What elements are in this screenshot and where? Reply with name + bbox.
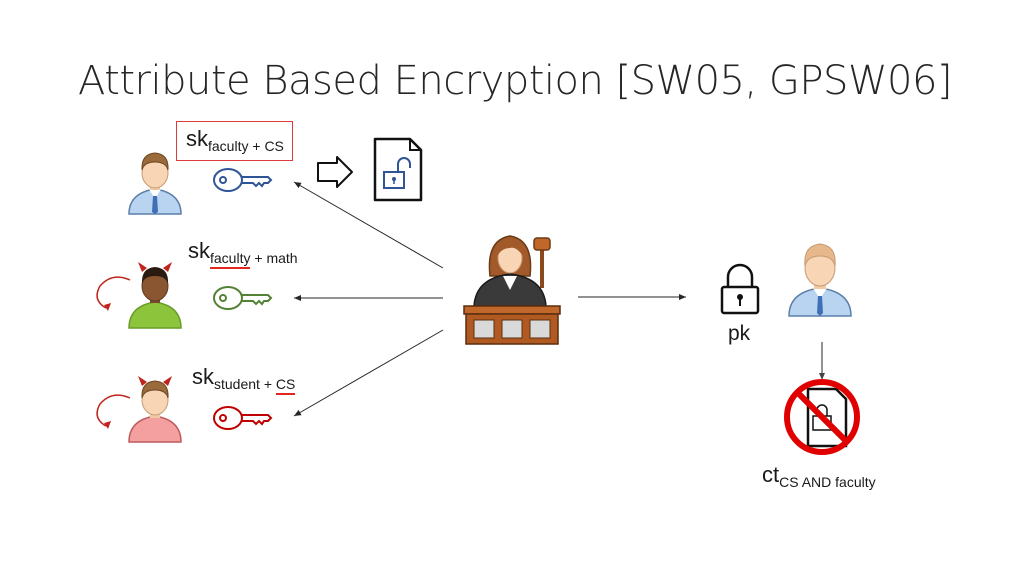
key-icon-2 xyxy=(213,286,273,310)
secret-key-label-3: skstudent + CS xyxy=(192,364,296,395)
devil-user-icon-1 xyxy=(96,262,182,329)
padlock-icon xyxy=(720,263,760,315)
secret-key-label-2: skfaculty + math xyxy=(188,238,298,269)
unlocked-document-icon xyxy=(373,137,423,202)
arrow-to-user-3 xyxy=(293,329,444,417)
user-icon-1 xyxy=(128,152,182,215)
devil-user-icon-2 xyxy=(96,376,182,443)
arrows xyxy=(293,181,825,417)
forbidden-document-icon xyxy=(784,379,860,455)
key-icon-1 xyxy=(213,168,273,192)
page-title: Attribute Based Encryption [SW05, GPSW06… xyxy=(78,58,953,104)
ciphertext-label: ctCS AND faculty xyxy=(762,462,876,490)
outline-arrow-icon xyxy=(317,156,353,188)
key-icon-3 xyxy=(213,406,273,430)
arrow-to-user-1 xyxy=(293,181,444,269)
secret-key-label-1: skfaculty + CS xyxy=(186,126,284,154)
user-icon-2 xyxy=(788,243,852,317)
highlight-box xyxy=(176,121,293,161)
public-key-label: pk xyxy=(728,322,751,345)
authority-icon xyxy=(463,235,561,345)
